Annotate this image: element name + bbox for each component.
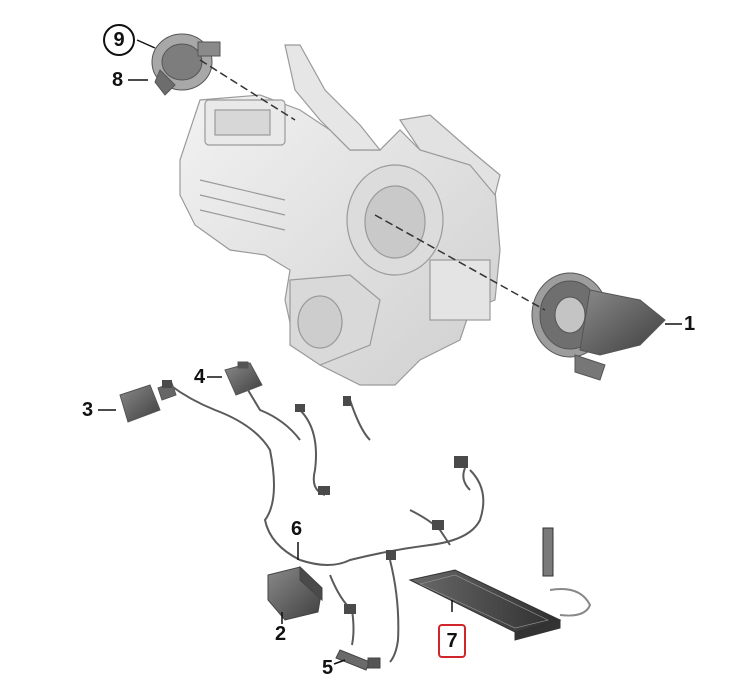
callout-1: 1: [684, 313, 696, 335]
harness-connectors: [162, 380, 468, 614]
callout-9: 9: [103, 24, 135, 56]
callout-4: 4: [194, 366, 206, 388]
heater-part-7: [408, 527, 592, 641]
callout-7-label: 7: [446, 630, 458, 652]
assembly-lines: [199, 59, 546, 311]
module-part-2: [267, 565, 323, 621]
callout-6: 6: [291, 518, 303, 540]
leader-lines: [98, 39, 682, 665]
sensor-part-5: [335, 649, 381, 671]
blower-motor: [531, 272, 666, 381]
callout-3: 3: [82, 399, 94, 421]
hvac-housing: [179, 44, 501, 386]
actuator-top: [151, 33, 221, 96]
callout-9-label: 9: [113, 29, 125, 51]
callout-8: 8: [112, 69, 124, 91]
callout-2: 2: [275, 623, 287, 645]
callout-5: 5: [322, 657, 334, 679]
sensor-part-4: [224, 361, 263, 396]
resistor-part-3: [119, 382, 177, 423]
callout-7: 7: [438, 624, 466, 658]
